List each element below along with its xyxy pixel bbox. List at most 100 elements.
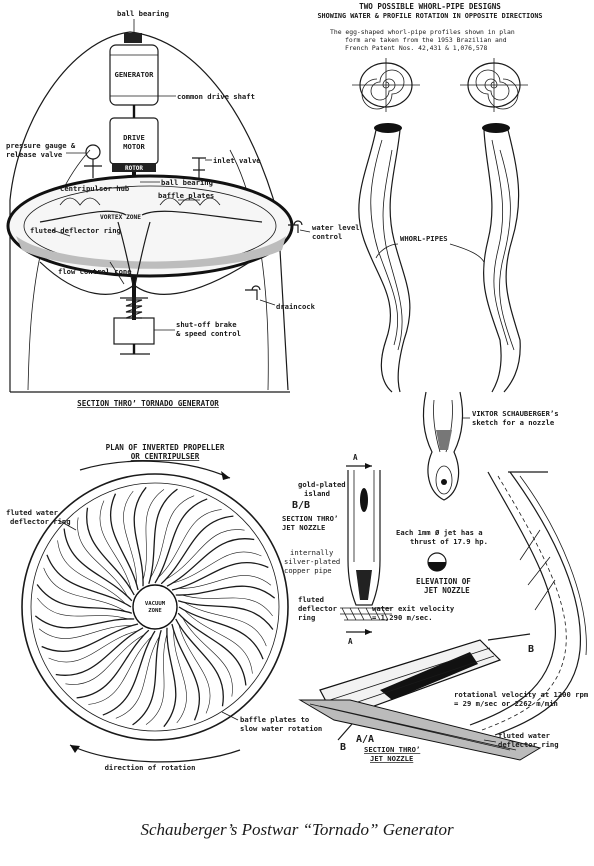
centripulser-blade bbox=[166, 538, 255, 587]
marker-bb: B/B bbox=[292, 500, 310, 511]
whorl-plan-left bbox=[352, 58, 420, 112]
vortex-zone-label: VORTEX ZONE bbox=[100, 214, 141, 221]
centripulser-blade-edge bbox=[150, 495, 195, 578]
whorl-title-2: SHOWING WATER & PROFILE ROTATION IN OPPO… bbox=[317, 12, 542, 20]
fluted-deflector-ring-label: fluted deflector ring bbox=[30, 226, 121, 235]
centripulser-blade-edge bbox=[182, 594, 273, 617]
rotation-arrow-top bbox=[79, 460, 231, 479]
whorl-pipe-left bbox=[358, 123, 411, 393]
centripulser-blade-edge bbox=[166, 529, 245, 580]
centripulser-blade-edge bbox=[184, 610, 253, 674]
centripulser-blade bbox=[109, 493, 139, 591]
inlet-valve-icon bbox=[192, 157, 206, 178]
centripulser-blade-edge bbox=[99, 500, 132, 590]
centripulser-blade bbox=[46, 554, 132, 608]
water-body bbox=[16, 236, 286, 269]
centripulser-blade-edge bbox=[57, 540, 126, 604]
jet-nozzle-aa-section: B B rotational velocity at 1200 rpm= 29 … bbox=[298, 471, 589, 763]
centripulser-blades bbox=[34, 486, 276, 728]
centripulser-blade-edge bbox=[37, 597, 128, 620]
centripulser-blade bbox=[102, 630, 156, 716]
centripulser-blade-edge bbox=[142, 489, 165, 580]
nozzle-sketch-outline bbox=[422, 391, 464, 501]
exit-velocity-label: water exit velocity= 1,290 m/sec. bbox=[372, 604, 455, 622]
centripulser-blade bbox=[175, 585, 276, 599]
centripulser-blade-edge bbox=[173, 630, 187, 724]
ball-bearing-top-label: ball bearing bbox=[117, 9, 169, 18]
vortex-chamber bbox=[6, 174, 294, 278]
centripulser-blade-edge bbox=[178, 575, 272, 589]
draincock-label: draincock bbox=[276, 302, 316, 311]
centripulser-blade bbox=[133, 486, 147, 587]
direction-of-rotation-label: direction of rotation bbox=[105, 763, 196, 772]
centripulser-blade bbox=[171, 561, 269, 591]
whorl-note: The egg-shaped whorl-pipe profiles shown… bbox=[330, 28, 515, 52]
marker-b-bottom: B bbox=[340, 742, 346, 753]
centripulser-blade bbox=[148, 488, 178, 585]
centripulser-blade-edge bbox=[88, 636, 152, 705]
ball-bearing-mid-label: ball bearing bbox=[161, 178, 213, 187]
centripulser-plan: PLAN OF INVERTED PROPELLER OR CENTRIPULS… bbox=[6, 443, 322, 772]
whorl-pipes-label: WHORL-PIPES bbox=[400, 234, 448, 243]
flow-control-cone bbox=[39, 261, 251, 295]
centripulser-blade bbox=[132, 629, 162, 726]
centripulser-blade bbox=[178, 606, 264, 660]
generator-dome-outline bbox=[9, 31, 289, 392]
jet-nozzle-body bbox=[347, 470, 381, 606]
generator-box-label: GENERATOR bbox=[115, 70, 155, 79]
centripulser-blade bbox=[177, 612, 247, 686]
centripulser-blade bbox=[160, 515, 234, 585]
shutoff-brake-box bbox=[113, 317, 155, 345]
rotation-arrow-bottom bbox=[69, 744, 241, 763]
marker-a-top: A bbox=[353, 453, 358, 462]
propeller-title-1: PLAN OF INVERTED PROPELLER bbox=[106, 443, 225, 452]
centripulser-blade-edge bbox=[48, 630, 138, 663]
centripulser-blade-edge bbox=[178, 624, 211, 714]
ball-bearing-top bbox=[124, 33, 142, 43]
draincock-icon bbox=[245, 285, 261, 300]
centripulser-blade bbox=[41, 623, 139, 653]
centripulser-blade-edge bbox=[172, 551, 262, 584]
centripulser-blade-edge bbox=[65, 634, 144, 685]
centripulser-blade-edge bbox=[182, 618, 233, 697]
centripulser-blade-edge bbox=[115, 636, 160, 719]
shutoff-brake-label: shut-off brake& speed control bbox=[176, 320, 241, 338]
centripulser-blade bbox=[36, 584, 133, 614]
centripulser-blade bbox=[163, 627, 177, 728]
centripulser-blade bbox=[76, 629, 150, 699]
vacuum-zone-hub bbox=[132, 584, 178, 630]
centripulser-blade bbox=[55, 627, 144, 676]
centripulser-blade-edge bbox=[77, 517, 128, 596]
rotational-velocity-label: rotational velocity at 1200 rpm= 29 m/se… bbox=[454, 690, 589, 708]
centripulser-blade bbox=[154, 498, 208, 584]
propeller-title-2: OR CENTRIPULSER bbox=[131, 452, 200, 461]
centripulser-blade bbox=[171, 623, 201, 721]
gold-island bbox=[360, 488, 368, 512]
whorl-pipe-right bbox=[482, 123, 521, 393]
centripulser-blade bbox=[175, 618, 224, 707]
marker-aa: A/A bbox=[356, 734, 374, 745]
centripulser-blade-edge bbox=[184, 602, 267, 647]
aa-outer-curve bbox=[469, 471, 557, 726]
centripulsor-hub-label: centripulsor hub bbox=[60, 184, 130, 193]
baffle-plates-label: baffle plates bbox=[158, 191, 214, 200]
centripulser-blade-edge bbox=[123, 490, 137, 584]
centripulser-outer-ring bbox=[21, 473, 289, 741]
rotor-block bbox=[112, 163, 156, 172]
